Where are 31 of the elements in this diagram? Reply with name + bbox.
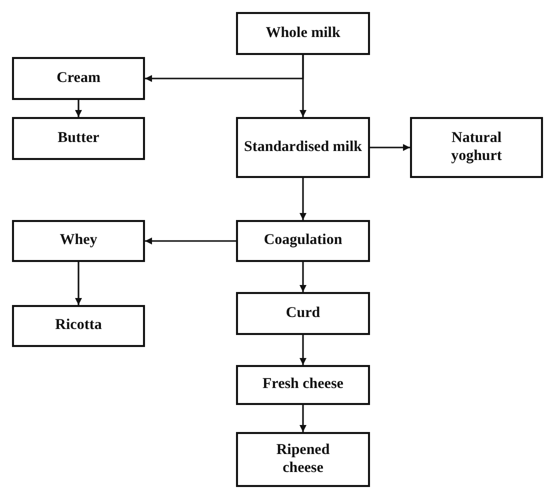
box-label: Whole milk <box>266 24 340 42</box>
process-box <box>236 117 370 178</box>
arrow <box>300 335 306 365</box>
arrow <box>370 144 410 151</box>
process-box <box>236 365 370 405</box>
process-box <box>236 220 370 262</box>
process-box <box>410 117 543 178</box>
process-box <box>12 305 145 347</box>
box-label: Curd <box>286 304 320 322</box>
arrow <box>75 262 82 305</box>
process-box <box>12 117 145 160</box>
arrow <box>145 55 304 82</box>
arrow <box>75 100 82 117</box>
box-label: Coagulation <box>264 232 342 250</box>
box-label: Ricotta <box>55 317 102 335</box>
arrow <box>145 238 236 244</box>
process-box <box>12 220 145 262</box>
process-box <box>12 57 145 100</box>
arrow <box>300 262 306 292</box>
arrow <box>300 178 306 220</box>
arrow <box>300 405 306 432</box>
box-label: Standardised milk <box>244 138 362 156</box>
box-label: Natural yoghurt <box>450 130 503 165</box>
process-box <box>236 12 370 55</box>
box-label: Cream <box>56 70 100 88</box>
box-label: Ripened cheese <box>275 442 331 477</box>
box-label: Butter <box>58 130 100 148</box>
box-label: Whey <box>60 232 98 250</box>
process-box <box>236 432 370 487</box>
box-label: Fresh cheese <box>262 376 344 394</box>
process-box <box>236 292 370 335</box>
